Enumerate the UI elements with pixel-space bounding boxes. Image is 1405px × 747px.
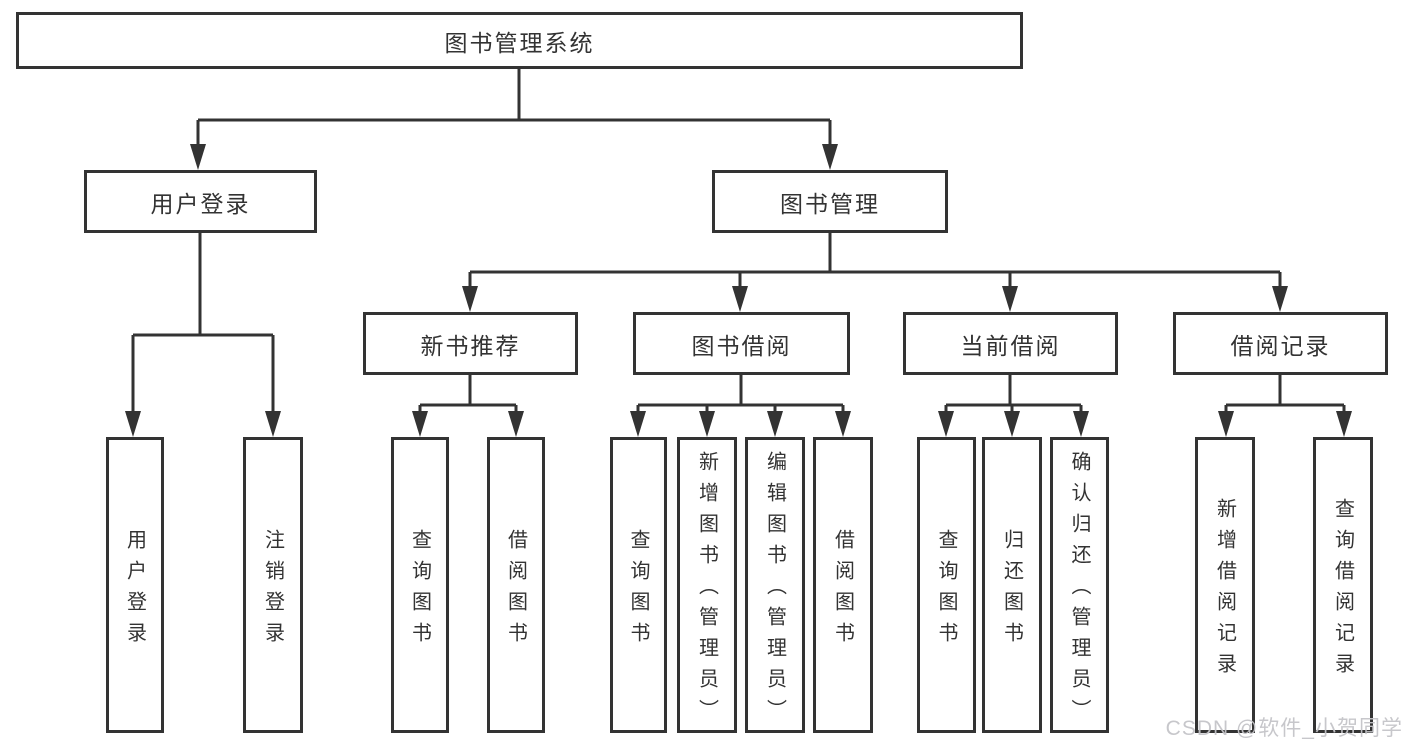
leaf-query-books-borrow: 查询图书 <box>610 437 667 733</box>
leaf-query-books-recommend: 查询图书 <box>391 437 449 733</box>
leaf-add-books-admin: 新增图书（管理员） <box>677 437 737 733</box>
node-label: 编辑图书（管理员） <box>763 451 786 730</box>
node-label: 查询图书 <box>627 528 649 653</box>
leaf-return-books: 归还图书 <box>982 437 1042 733</box>
node-new-book-recommend: 新书推荐 <box>363 312 578 375</box>
node-borrowing-records: 借阅记录 <box>1173 312 1388 375</box>
node-label: 查询图书 <box>408 528 431 653</box>
node-label: 注销登录 <box>261 528 284 653</box>
arrow-down-icon <box>1073 411 1089 437</box>
arrow-down-icon <box>1272 286 1288 312</box>
node-label: 新书推荐 <box>420 332 521 359</box>
arrow-down-icon <box>630 411 646 437</box>
arrow-down-icon <box>190 144 206 170</box>
node-label: 归还图书 <box>1000 528 1023 653</box>
arrow-down-icon <box>462 286 478 312</box>
leaf-logout: 注销登录 <box>243 437 303 733</box>
leaf-query-borrow-record: 查询借阅记录 <box>1313 437 1373 733</box>
node-label: 确认归还（管理员） <box>1068 451 1090 730</box>
connector-paths <box>131 69 1346 417</box>
leaf-add-borrow-record: 新增借阅记录 <box>1195 437 1255 733</box>
node-book-borrowing: 图书借阅 <box>633 312 850 375</box>
node-label: 图书借阅 <box>691 332 792 359</box>
arrowheads <box>125 144 1352 437</box>
arrow-down-icon <box>412 411 428 437</box>
arrow-down-icon <box>938 411 954 437</box>
node-label: 图书管理系统 <box>444 29 595 56</box>
node-label: 查询借阅记录 <box>1331 497 1354 684</box>
node-label: 借阅图书 <box>831 528 854 653</box>
arrow-down-icon <box>835 411 851 437</box>
node-book-management: 图书管理 <box>712 170 948 233</box>
node-label: 借阅图书 <box>504 528 527 653</box>
arrow-down-icon <box>732 286 748 312</box>
leaf-confirm-return-admin: 确认归还（管理员） <box>1050 437 1109 733</box>
watermark: CSDN @软件_小贺同学 <box>1165 717 1403 740</box>
arrow-down-icon <box>1336 411 1352 437</box>
arrow-down-icon <box>699 411 715 437</box>
node-label: 查询图书 <box>935 528 957 653</box>
arrow-down-icon <box>1218 411 1234 437</box>
node-label: 图书管理 <box>780 190 880 217</box>
leaf-edit-books-admin: 编辑图书（管理员） <box>745 437 805 733</box>
node-label: 借阅记录 <box>1230 332 1331 359</box>
node-root: 图书管理系统 <box>16 12 1023 69</box>
arrow-down-icon <box>1004 411 1020 437</box>
arrow-down-icon <box>125 411 141 437</box>
leaf-query-books-current: 查询图书 <box>917 437 976 733</box>
node-label: 新增图书（管理员） <box>695 451 718 730</box>
leaf-borrow-books-recommend: 借阅图书 <box>487 437 545 733</box>
node-label: 新增借阅记录 <box>1213 497 1236 684</box>
node-label: 当前借阅 <box>960 332 1061 359</box>
arrow-down-icon <box>1002 286 1018 312</box>
leaf-user-login: 用户登录 <box>106 437 164 733</box>
node-label: 用户登录 <box>123 528 146 653</box>
node-current-borrowing: 当前借阅 <box>903 312 1118 375</box>
arrow-down-icon <box>767 411 783 437</box>
arrow-down-icon <box>265 411 281 437</box>
arrow-down-icon <box>508 411 524 437</box>
leaf-borrow-books: 借阅图书 <box>813 437 873 733</box>
node-user-login: 用户登录 <box>84 170 317 233</box>
arrow-down-icon <box>822 144 838 170</box>
node-label: 用户登录 <box>150 190 251 217</box>
